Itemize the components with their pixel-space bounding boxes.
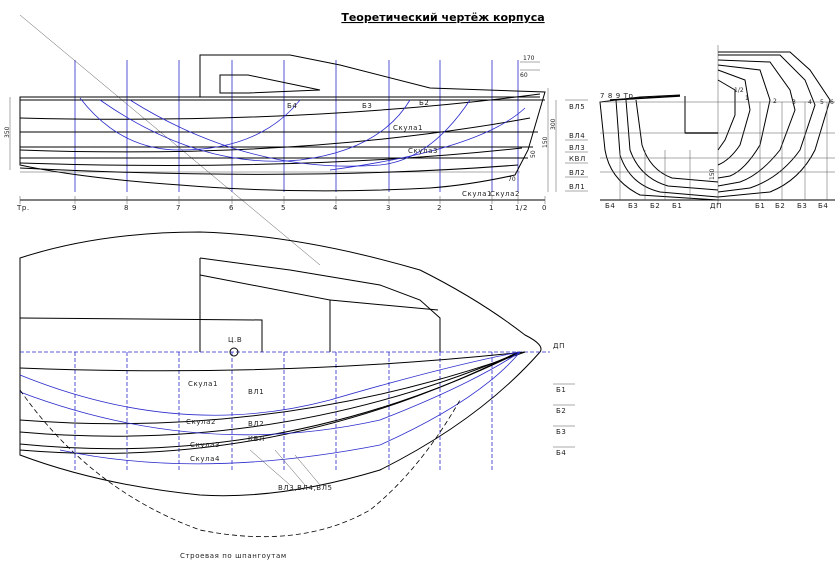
bp-b3-right: Б3 [797,202,807,210]
hull-plan-outline [19,231,542,497]
plan-chine2: Скула2 [186,418,216,426]
section-area-curve [19,389,461,538]
label-b2: Б2 [419,99,429,107]
body-plan-station-label: 6 [830,99,834,106]
bp-b1-right: Б1 [755,202,765,210]
cabin-window [219,74,321,94]
body-plan-station-label: 1/2 [734,87,744,94]
label-b4: Б4 [287,102,297,110]
profile-station-label: 7 [176,204,181,212]
profile-station-label: 8 [124,204,129,212]
label-b3: Б3 [362,102,372,110]
profile-station-label: 3 [386,204,391,212]
plan-view: Ц.В ДП Б1 Б2 Б3 Б4 Скула1 ВЛ1 Скула2 ВЛ2… [19,231,575,560]
bp-b1-left: Б1 [672,202,682,210]
body-plan-station-label: 1 [745,95,749,102]
profile-station-label: 2 [437,204,442,212]
profile-station-label: 5 [281,204,286,212]
profile-station-labels: Тр. 9 8 7 6 5 4 3 2 1 1/2 0 [16,204,547,212]
label-chine1-profile: Скула1 [393,124,423,132]
profile-station-label: 6 [229,204,234,212]
dim-d3: 300 [550,118,557,130]
label-vl2: ВЛ2 [569,169,585,177]
plan-b3: Б3 [556,428,566,436]
dim-d6: 70 [508,176,516,183]
label-aft-stations: 7 8 9 Тр. [600,92,636,100]
plan-vl1: ВЛ1 [248,388,264,396]
profile-station-label: 9 [72,204,77,212]
dim-height: 350 [4,126,11,138]
profile-station-label: 0 [542,204,547,212]
body-plan-station-label: 4 [808,99,812,106]
label-vl4: ВЛ4 [569,132,585,140]
plan-chine4: Скула4 [190,455,220,463]
label-vl5: ВЛ5 [569,103,585,111]
plan-kvl: КВЛ [248,435,265,443]
plan-b1: Б1 [556,386,566,394]
profile-station-label: 4 [333,204,338,212]
label-cg: Ц.В [228,336,242,344]
plan-chine1: Скула1 [188,380,218,388]
bp-dp: ДП [710,202,722,210]
bp-b4-right: Б4 [818,202,828,210]
bp-b2-right: Б2 [775,202,785,210]
cg-marker-icon [229,347,239,357]
body-plan-station-label: 3 [792,99,796,106]
body-plan-station-label: 5 [820,99,824,106]
bp-b3-left: Б3 [628,202,638,210]
label-chine3-profile: Скула3 [408,147,438,155]
plan-vl345: ВЛ3,ВЛ4,ВЛ5 [278,484,333,492]
profile-view: Тр. 9 8 7 6 5 4 3 2 1 1/2 0 350 170 60 300 150 50 7… [4,14,588,266]
dim-d1: 170 [523,55,535,62]
profile-station-label: Тр. [16,204,30,212]
label-kvl: КВЛ [569,155,586,163]
dim-d2: 60 [520,72,528,79]
dim-d4: 150 [542,136,549,148]
plan-dp-label: ДП [553,342,565,350]
label-vl3: ВЛ3 [569,144,585,152]
label-chine2-bottom: Скула2 [490,190,520,198]
label-chine1-bottom: Скула1 [462,190,492,198]
profile-station-label: 1 [489,204,494,212]
bp-b2-left: Б2 [650,202,660,210]
section-curve-label: Строевая по шпангоутам [180,552,287,560]
bp-dim: 150 [709,168,716,180]
label-vl1: ВЛ1 [569,183,585,191]
plan-chine3: Скула3 [190,441,220,449]
dim-d5: 50 [530,150,537,158]
plan-b2: Б2 [556,407,566,415]
hull-profile-outline [19,54,546,192]
bp-b4-left: Б4 [605,202,615,210]
plan-vl2: ВЛ2 [248,420,264,428]
drawing-title: Теоретический чертёж корпуса [341,11,544,24]
plan-b4: Б4 [556,449,566,457]
body-plan-station-label: 2 [773,98,777,105]
profile-station-label: 1/2 [515,204,528,212]
